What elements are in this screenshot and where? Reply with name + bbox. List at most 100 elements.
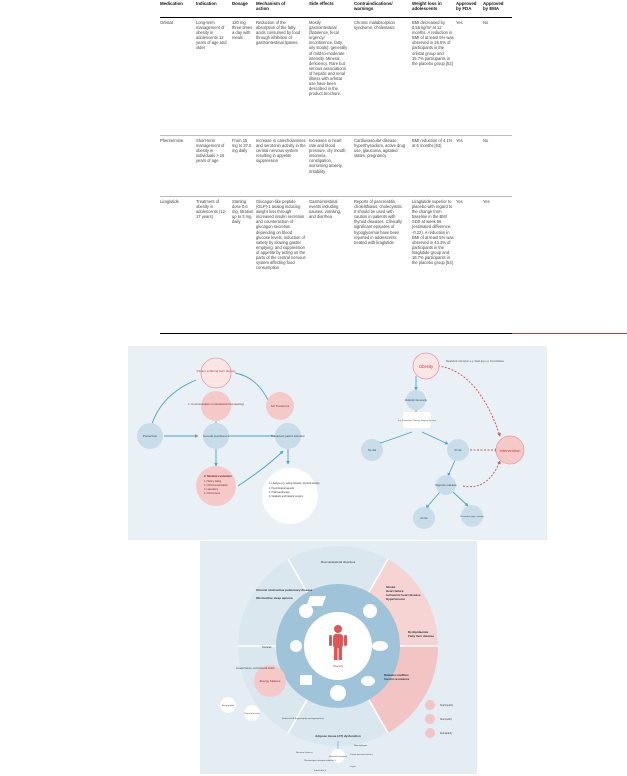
diabetes-label: Diabetes mellitus: [384, 673, 409, 677]
cell-medication: Liraglutide: [160, 199, 179, 204]
cell-mechanism: Glucagon-like peptide (GLP)-1 analog ind…: [256, 199, 306, 271]
scale-icon: [300, 675, 312, 685]
cardio-label: Ischaemic heart disease: [386, 593, 421, 597]
cell-indication: Long-term management of obesity in adole…: [196, 20, 227, 51]
physical-node: [244, 705, 260, 721]
communication-node: [201, 391, 231, 421]
cell-indication: Short-term management of obesity in indi…: [196, 138, 225, 164]
cell-dosage: From 15 mg to 37.5 mg daily: [232, 138, 252, 154]
medical-eval-node: [196, 466, 236, 506]
gp-label: General practitioners: [203, 434, 230, 438]
energy-label: Energy balance: [260, 679, 281, 683]
sc-treatment-node: [266, 392, 294, 420]
cancer-label: Cancer: [262, 645, 272, 649]
cardio-label: Hypertension: [386, 597, 405, 601]
macrophages-label: Macrophages: [354, 744, 368, 747]
patient-label: Patient suffering from obesity: [197, 369, 236, 373]
physical-label: Physical activity: [244, 712, 260, 715]
nephro-label: Nephropathy: [440, 704, 454, 707]
cell-weight-loss: Liraglutide superior to placebo with reg…: [412, 199, 454, 266]
header-contraindications: Contraindications/ warnings: [354, 1, 393, 12]
at-risk-node: [447, 439, 469, 461]
low-risk-node: [413, 507, 435, 529]
bone-icon: [306, 596, 326, 606]
prevention-label: Prevention: [143, 434, 158, 438]
risk-node: [406, 390, 426, 410]
cell-ema: Yes: [483, 199, 490, 204]
no-risk-node: [361, 439, 383, 461]
obesity-note: Metabolism risk factors e.g. Waist app e…: [446, 360, 505, 363]
retino-label: Retinopathy: [440, 732, 453, 735]
prevention-node: [137, 423, 163, 449]
prevention-tips-label: Prevention (tips, activity): [460, 515, 484, 518]
treatment-options-node: [262, 468, 318, 524]
complications-wheel: Obesity Musculoskeletal disorders Stroke…: [220, 546, 454, 772]
reduced-label: Reduced EE (hypertrophy and hyperplasia): [282, 717, 324, 720]
header-medication: Medication: [160, 1, 183, 6]
cell-medication: Phentermine: [160, 138, 184, 143]
gp-node: [203, 423, 229, 449]
intervention-node: [495, 435, 525, 465]
header-indication: Indication: [196, 1, 217, 6]
complications-figure: Obesity Musculoskeletal disorders Stroke…: [200, 541, 477, 774]
person-icon: [329, 625, 347, 660]
cell-ema: No: [483, 20, 489, 25]
center-label: Obesity: [333, 664, 344, 668]
medication-table: Medication Indication Dosage Mechanism o…: [160, 0, 512, 335]
no-risk-label: No risk: [368, 448, 377, 452]
genetic-label: Genetic factors, environmental factors: [236, 667, 276, 670]
therapeutic-node: [275, 423, 301, 449]
red-rule: [512, 333, 627, 334]
tnf-label: Tumor necrosis factor α: [350, 753, 374, 756]
sleep-label: Sleep quality: [222, 704, 235, 707]
cell-side-effects: Increases in heart rate and blood pressu…: [309, 138, 347, 174]
copd-label: Chronic obstructive pulmonary disease: [256, 588, 313, 592]
eye-icon: [425, 728, 435, 738]
sleep-node: [220, 697, 236, 713]
hormone-node: [331, 749, 345, 763]
adipose-label: Adipose tissue (AT) dysfunction: [315, 734, 361, 738]
cell-medication: Orlistat: [160, 20, 173, 25]
low-risk-label: At risk: [420, 516, 428, 520]
cell-fda: Yes: [456, 199, 463, 204]
liver-icon: [372, 641, 388, 651]
staging-label: e.g. Edmonton Obesity Staging System: [398, 419, 436, 422]
hormone-label: Hormone receptors: [329, 755, 347, 758]
insulin-label: Insulin resistance: [384, 677, 410, 681]
osa-label: Obstructive sleep apnoea: [256, 596, 293, 600]
cell-contraindications: Cardiovascular disease, hyperthyroidism,…: [354, 138, 406, 159]
cell-weight-loss: BMI reduction of 4.1% at 6 months [53]: [412, 138, 453, 149]
organ-icons: [290, 596, 388, 701]
nerve-icon: [425, 714, 435, 724]
cell-mechanism: Reduction of the absorption of the fatty…: [256, 20, 301, 46]
cell-side-effects: Gastrointestinal events including nausea…: [309, 199, 342, 220]
patient-node: [200, 357, 232, 389]
communication-label: 1. Communication (motivational interview…: [188, 402, 244, 406]
cardio-label: Stroke: [386, 585, 396, 589]
table-row: Phentermine Short-term management of obe…: [160, 136, 512, 197]
prevention-tips-node: [461, 505, 483, 527]
therapeutic-label: Therapeutic patient education: [271, 434, 306, 438]
cell-weight-loss: BMI decreased by 0.55 kg/m² at 12 months…: [412, 20, 454, 66]
header-weight-loss: Weight loss in adolescents: [412, 1, 442, 12]
diagnostic-label: Diagnostic evaluation: [435, 484, 458, 487]
treatment-item: 2. Psychological aspects: [269, 487, 295, 490]
cell-fda: Yes: [456, 138, 463, 143]
pancreas-icon: [361, 676, 375, 686]
obesity-node: [412, 352, 440, 380]
sc-treatment-label: SC Treatment: [271, 404, 290, 408]
medical-item: 2. Clinical examination: [204, 484, 229, 487]
musculoskeletal-label: Musculoskeletal disorders: [321, 560, 356, 564]
plasmin-label: Plasminogen activator inhibitor-1: [304, 759, 337, 762]
table-row: Liraglutide Treatment of obesity in adol…: [160, 197, 512, 335]
necrosis-label: Necrosis factor α: [296, 751, 313, 754]
cell-contraindications: Reports of pancreatitis, cholelithiasis,…: [354, 199, 403, 245]
heart-icon: [363, 604, 377, 618]
table-row: Orlistat Long-term management of obesity…: [160, 18, 512, 136]
cell-dosage: Starting dose 0.6 mg, titration up to 3 …: [232, 199, 254, 225]
medical-eval-label: 2. Medical evaluation: [204, 474, 232, 478]
kidney-icon: [425, 700, 435, 710]
at-risk-label: At risk: [454, 448, 462, 452]
cell-contraindications: Chronic malabsorption syndrome, cholesta…: [354, 20, 395, 31]
energy-node: [254, 665, 286, 697]
